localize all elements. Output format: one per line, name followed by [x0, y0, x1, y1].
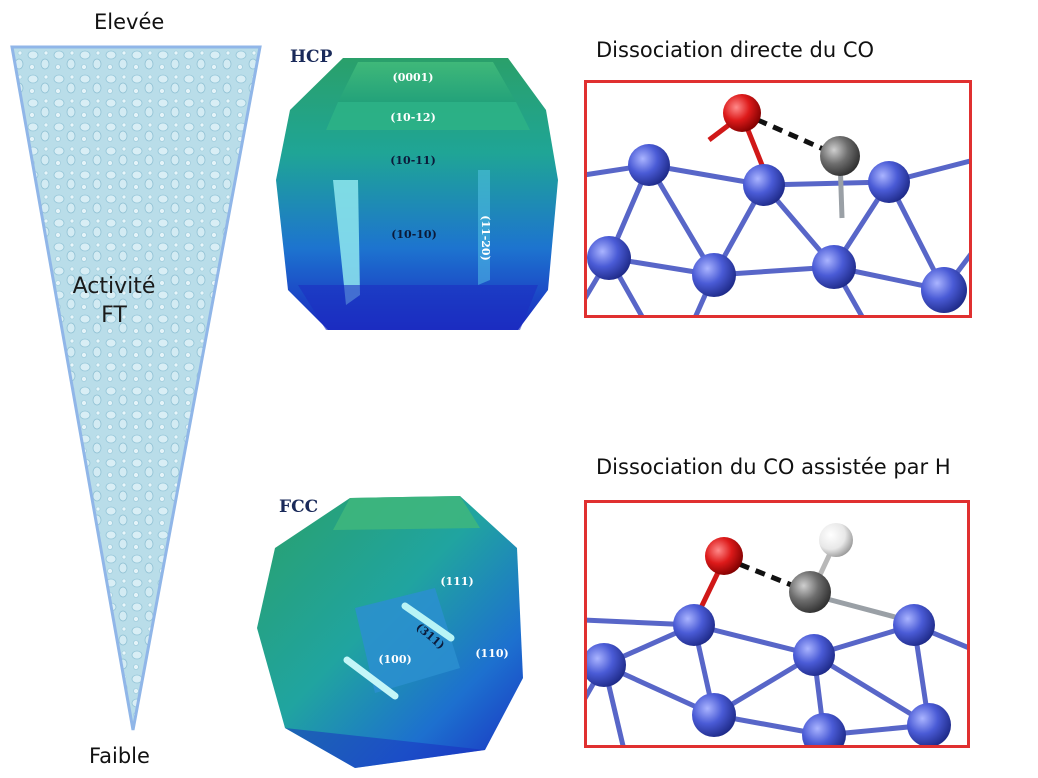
activity-high-label: Elevée	[94, 10, 165, 34]
metal-atom	[628, 144, 670, 186]
metal-atom	[673, 604, 715, 646]
metal-atom	[812, 245, 856, 289]
mechanism-bottom-title: Dissociation du CO assistée par H	[596, 455, 951, 479]
panel-frame	[584, 80, 972, 318]
metal-atom	[743, 164, 785, 206]
mechanism-top-title: Dissociation directe du CO	[596, 38, 875, 62]
fcc-bottom-ring	[285, 728, 485, 768]
fcc-name: FCC	[279, 497, 318, 517]
fcc-crystal: FCC (111) (311) (100) (110)	[257, 496, 523, 768]
hcp-name: HCP	[290, 47, 333, 67]
hcp-upper-ring	[326, 102, 530, 130]
hcp-facet-11-20: (11-20)	[479, 215, 492, 261]
oxygen-atom	[705, 537, 743, 575]
metal-atom	[868, 161, 910, 203]
activity-label: Activité FT	[54, 272, 174, 330]
fcc-facet-110: (110)	[475, 647, 508, 660]
activity-triangle	[10, 45, 262, 731]
metal-atom	[907, 703, 951, 746]
hydrogen-atom	[819, 523, 853, 557]
panel-frame	[584, 500, 970, 748]
hcp-left-highlight	[333, 180, 360, 305]
metal-atom	[587, 236, 631, 280]
metal-atom	[692, 253, 736, 297]
carbon-atom	[789, 571, 831, 613]
carbon-atom	[820, 136, 860, 176]
activity-label-line1: Activité	[72, 274, 156, 299]
oxygen-atom	[723, 94, 761, 132]
activity-low-label: Faible	[89, 744, 150, 768]
hcp-facet-10-10: (10-10)	[391, 228, 437, 241]
metal-atom	[921, 267, 967, 313]
fcc-lower-highlight	[343, 656, 399, 700]
metal-atom	[586, 643, 626, 687]
hcp-bottom-ring	[298, 285, 538, 330]
hcp-crystal: HCP (0001) (10-12) (10-11) (10-10) (11-2…	[276, 47, 558, 330]
fcc-100-facet	[355, 588, 460, 693]
hcp-top-facet	[338, 62, 516, 102]
metal-atom	[893, 604, 935, 646]
fcc-facet-111: (111)	[440, 575, 473, 588]
fcc-facet-100: (100)	[378, 653, 411, 666]
fcc-top-facet	[333, 496, 480, 530]
activity-label-line2: FT	[101, 303, 127, 328]
metal-atom	[802, 713, 846, 746]
fcc-311-highlight	[401, 602, 455, 642]
triangle-shape	[10, 45, 262, 731]
metal-atom	[692, 693, 736, 737]
hcp-facet-10-11: (10-11)	[390, 154, 436, 167]
direct-dissociation-panel	[584, 80, 972, 318]
hcp-right-highlight	[478, 170, 490, 285]
h-assisted-dissociation-panel	[584, 500, 970, 748]
hcp-facet-10-12: (10-12)	[390, 111, 436, 124]
metal-atom	[793, 634, 835, 676]
hcp-facet-0001: (0001)	[392, 71, 433, 84]
